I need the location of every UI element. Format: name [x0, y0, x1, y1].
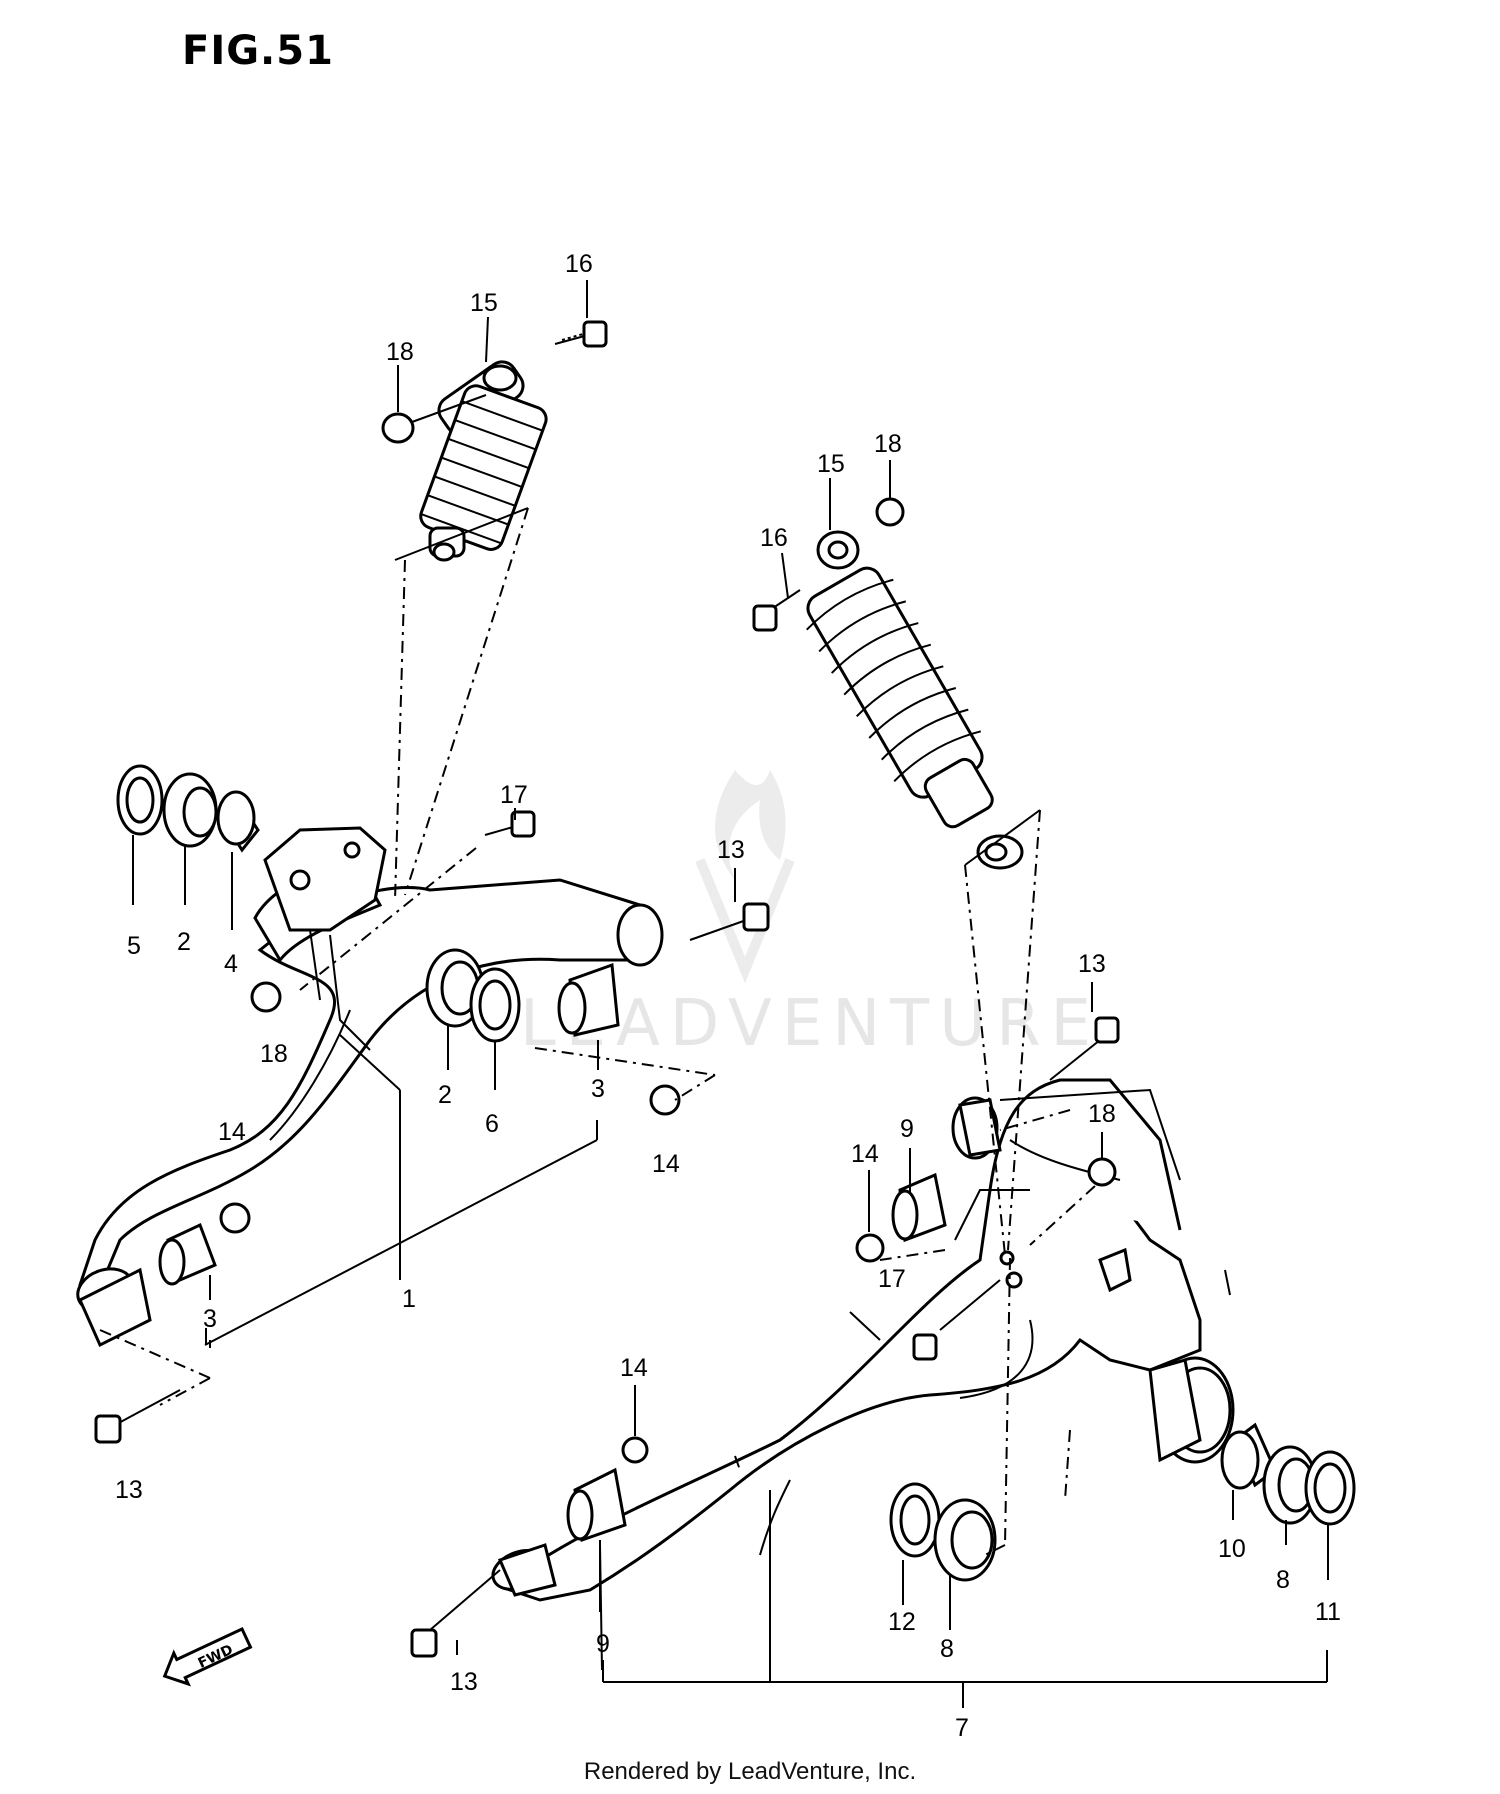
left-swing-arm	[76, 826, 664, 1348]
right-collar-10	[1220, 1422, 1277, 1490]
callout-13: 13	[115, 1476, 143, 1504]
right-bearing-8b	[1262, 1445, 1318, 1525]
callout-2: 2	[177, 928, 191, 956]
right-shock-nut-18	[875, 497, 905, 527]
left-shock-nut	[381, 412, 415, 444]
left-bearing-2	[162, 772, 218, 848]
callout-16: 16	[760, 524, 788, 552]
callout-4: 4	[224, 950, 238, 978]
callout-labels: 1 2 2 3 3 4 5 6 7 8 8 9 9 10 11 12 13 13…	[115, 250, 1341, 1742]
callout-5: 5	[127, 932, 141, 960]
figure-title: FIG.51	[182, 28, 334, 74]
right-seal-12	[889, 1482, 941, 1558]
callout-18: 18	[1088, 1100, 1116, 1128]
callout-6: 6	[485, 1110, 499, 1138]
callout-15: 15	[470, 289, 498, 317]
left-bushing-3a	[557, 962, 620, 1037]
right-shock	[805, 530, 1024, 870]
callout-3: 3	[203, 1305, 217, 1333]
callout-18: 18	[874, 430, 902, 458]
callout-13: 13	[450, 1668, 478, 1696]
left-top-leaders	[397, 280, 736, 902]
right-bushing-9a	[891, 1172, 947, 1243]
right-bolt-13-lower	[410, 1569, 501, 1658]
right-guide-lines	[456, 460, 1329, 1708]
callout-8: 8	[1276, 1566, 1290, 1594]
callout-12: 12	[888, 1608, 916, 1636]
fwd-arrow-icon: FWD	[162, 1627, 253, 1687]
callout-2: 2	[438, 1081, 452, 1109]
right-nut-18b	[1087, 1157, 1117, 1187]
footer-credit: Rendered by LeadVenture, Inc.	[583, 1758, 917, 1785]
callout-8: 8	[940, 1635, 954, 1663]
right-bushing-9b	[566, 1467, 627, 1543]
left-shock-bolt	[554, 320, 608, 348]
callout-10: 10	[1218, 1535, 1246, 1563]
callout-9: 9	[596, 1630, 610, 1658]
left-bolt-17	[484, 810, 536, 838]
left-collar-4	[216, 790, 260, 853]
callout-18: 18	[260, 1040, 288, 1068]
watermark-logo-v-icon	[695, 858, 795, 984]
callout-14: 14	[218, 1118, 246, 1146]
right-nut-14a	[855, 1233, 885, 1263]
callout-3: 3	[591, 1075, 605, 1103]
right-bolt-13-upper	[1049, 1016, 1120, 1081]
left-bolt-13-upper	[689, 902, 770, 941]
callout-13: 13	[717, 836, 745, 864]
callout-14: 14	[652, 1150, 680, 1178]
callout-17: 17	[500, 781, 528, 809]
left-nut-18	[250, 981, 282, 1013]
watermark-logo-icon	[715, 770, 786, 880]
callout-13: 13	[1078, 950, 1106, 978]
callout-7: 7	[955, 1714, 969, 1742]
callout-14: 14	[851, 1140, 879, 1168]
left-seal-5	[116, 764, 164, 836]
left-bushing-3b	[158, 1222, 217, 1286]
left-upper-shock	[419, 360, 548, 562]
callout-16: 16	[565, 250, 593, 278]
callout-1: 1	[402, 1285, 416, 1313]
callout-18: 18	[386, 338, 414, 366]
callout-17: 17	[878, 1265, 906, 1293]
callout-14: 14	[620, 1354, 648, 1382]
right-bearing-8a	[933, 1498, 997, 1582]
left-seal-6	[469, 967, 521, 1043]
left-nut-14b	[219, 1202, 251, 1234]
callout-15: 15	[817, 450, 845, 478]
left-nut-14a	[649, 1084, 681, 1116]
callout-9: 9	[900, 1115, 914, 1143]
callout-11: 11	[1315, 1598, 1341, 1626]
right-shock-bolt-16	[752, 589, 801, 632]
left-bolt-13-lower	[94, 1389, 181, 1444]
left-guide-lines	[99, 507, 716, 1406]
left-shock-axis-line	[411, 394, 487, 423]
right-bolt-17	[912, 1279, 1001, 1361]
right-nut-14b	[621, 1436, 649, 1464]
right-seal-11	[1304, 1450, 1356, 1526]
right-swing-arm	[491, 1078, 1235, 1602]
